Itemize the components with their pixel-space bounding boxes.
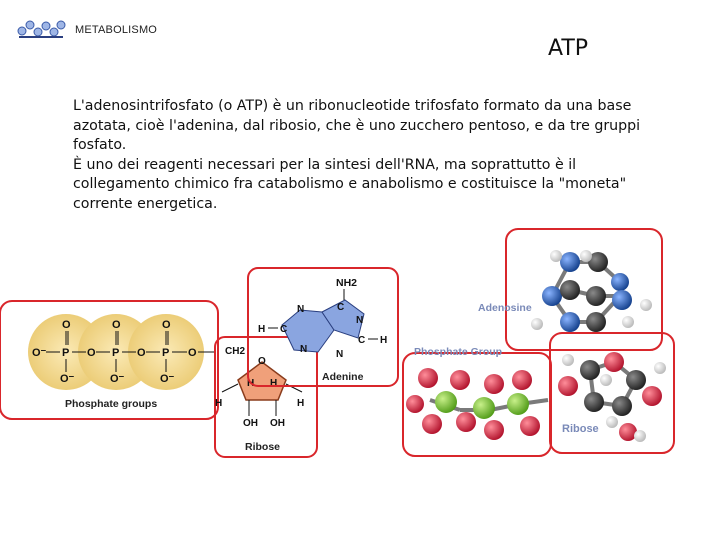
ribose-ball-model: Ribose xyxy=(558,352,666,442)
svg-text:H: H xyxy=(270,378,277,389)
atom-label: O⁻ xyxy=(32,347,47,359)
svg-text:N: N xyxy=(336,349,343,360)
paragraph-definition: L'adenosintrifosfato (o ATP) è un ribonu… xyxy=(73,98,641,153)
atom-label: P xyxy=(62,347,69,359)
atom-label: O xyxy=(188,347,197,359)
ribose-model-highlight xyxy=(549,332,675,454)
phosphate-groups-diagram: O O O P P P O O O O⁻ O⁻ O⁻ O⁻ Phosphate … xyxy=(28,314,216,410)
svg-text:C: C xyxy=(337,302,344,313)
svg-text:H: H xyxy=(297,398,304,409)
svg-text:C: C xyxy=(280,324,287,335)
section-label: METABOLISMO xyxy=(75,24,158,36)
atom-label: O xyxy=(137,347,146,359)
svg-text:N: N xyxy=(356,315,363,326)
svg-text:N: N xyxy=(300,344,307,355)
svg-text:H: H xyxy=(215,398,222,409)
phosphate-groups-highlight xyxy=(0,300,219,420)
svg-text:N: N xyxy=(297,304,304,315)
atom-label: O xyxy=(62,319,71,331)
svg-text:NH2: NH2 xyxy=(336,277,357,289)
molecule-logo-icon xyxy=(16,17,66,41)
adenine-diagram: NH2 N C N C H N C H N Adenine xyxy=(258,277,387,383)
svg-text:H: H xyxy=(380,335,387,346)
phosphate-group-label: Phosphate Group xyxy=(414,346,502,358)
ribose-model-label: Ribose xyxy=(562,423,599,435)
adenine-label: Adenine xyxy=(322,371,364,383)
svg-text:O: O xyxy=(258,356,266,367)
adenosine-label: Adenosine xyxy=(478,302,532,314)
body-text: L'adenosintrifosfato (o ATP) è un ribonu… xyxy=(73,97,673,214)
svg-text:OH: OH xyxy=(270,418,285,429)
atom-label: O⁻ xyxy=(160,373,175,385)
ribose-highlight xyxy=(214,336,318,458)
atom-label: P xyxy=(162,347,169,359)
svg-text:OH: OH xyxy=(243,418,258,429)
phosphate-group-ball-model: Phosphate Group xyxy=(406,346,549,440)
svg-text:H: H xyxy=(258,324,265,335)
atom-label: O⁻ xyxy=(60,373,75,385)
phosphate-groups-label: Phosphate groups xyxy=(65,398,157,410)
atom-label: O xyxy=(87,347,96,359)
ribose-label: Ribose xyxy=(245,441,280,453)
svg-text:CH2: CH2 xyxy=(225,346,245,357)
adenosine-highlight xyxy=(505,228,663,351)
adenine-highlight xyxy=(247,267,399,387)
page-title: ATP xyxy=(548,36,589,61)
svg-text:C: C xyxy=(358,335,365,346)
ribose-diagram: CH2 O H H H H OH OH Ribose xyxy=(215,346,304,453)
paragraph-role: È uno dei reagenti necessari per la sint… xyxy=(73,156,627,212)
atom-label: O xyxy=(112,319,121,331)
adenosine-ball-model: Adenosine xyxy=(478,250,652,332)
atom-label: O xyxy=(162,319,171,331)
atom-label: O⁻ xyxy=(110,373,125,385)
atom-label: P xyxy=(112,347,119,359)
